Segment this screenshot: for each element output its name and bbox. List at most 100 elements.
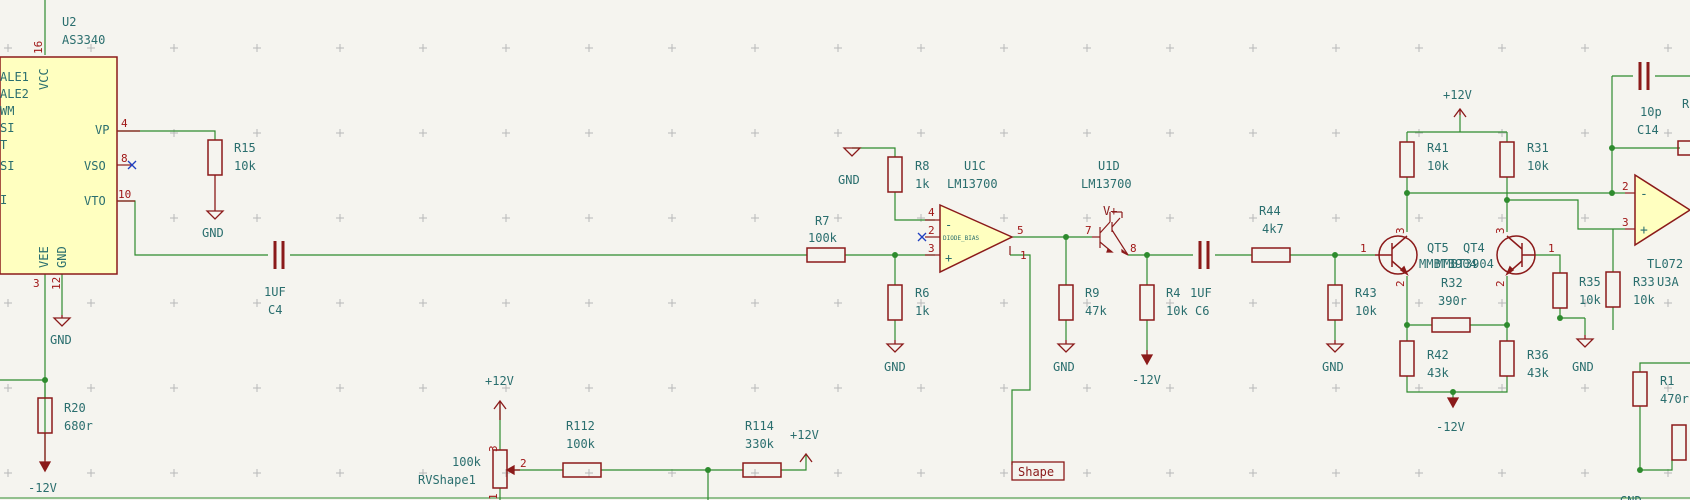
r44-ref: R44 xyxy=(1259,204,1281,218)
u1d-darlington[interactable] xyxy=(1092,211,1129,256)
r35-body[interactable] xyxy=(1552,272,1568,309)
tl072-ref: TL072 xyxy=(1647,257,1683,271)
grid-mark xyxy=(253,129,261,137)
r4-body[interactable] xyxy=(1139,284,1155,321)
r6-ref: R6 xyxy=(915,286,929,300)
c6-ref: C6 xyxy=(1195,304,1209,318)
r33-body[interactable] xyxy=(1605,271,1621,308)
grid-mark xyxy=(1249,44,1257,52)
grid-mark xyxy=(834,129,842,137)
gnd-label: GND xyxy=(202,226,224,240)
grid-mark xyxy=(917,214,925,222)
c6-capacitor[interactable] xyxy=(1198,241,1210,269)
u2-left-pin-3: WM xyxy=(0,104,14,118)
grid-mark xyxy=(1415,469,1423,477)
grid-mark xyxy=(87,299,95,307)
gnd-label: GND xyxy=(1053,360,1075,374)
r112-body[interactable] xyxy=(562,462,602,478)
grid-mark xyxy=(1166,44,1174,52)
r1-body[interactable] xyxy=(1632,371,1648,407)
grid-mark xyxy=(336,214,344,222)
rvshape1-body[interactable] xyxy=(492,449,508,489)
partial-resistor-top-right[interactable] xyxy=(1677,140,1690,156)
grid-mark xyxy=(1581,384,1589,392)
grid-mark xyxy=(502,299,510,307)
r36-body[interactable] xyxy=(1499,340,1515,377)
r114-body[interactable] xyxy=(742,462,782,478)
grid-mark xyxy=(1415,44,1423,52)
rvshape1-pin-2: 2 xyxy=(520,457,527,470)
u2-pin-num-8: 8 xyxy=(121,152,128,165)
r9-body[interactable] xyxy=(1058,284,1074,321)
tl072-opamp[interactable]: - + 2 3 TL072 U3A xyxy=(1622,173,1690,289)
r6-body[interactable] xyxy=(887,284,903,321)
r8-value: 1k xyxy=(915,177,930,191)
r42-body[interactable] xyxy=(1399,340,1415,377)
grid-mark xyxy=(585,44,593,52)
grid-mark xyxy=(834,384,842,392)
r43-body[interactable] xyxy=(1327,284,1343,321)
grid-mark xyxy=(668,299,676,307)
grid-mark xyxy=(917,299,925,307)
u2-pin-num-16: 16 xyxy=(32,41,45,54)
u1c-ref: U1C xyxy=(964,159,986,173)
grid-mark xyxy=(4,384,12,392)
r42-value: 43k xyxy=(1427,366,1449,380)
r31-body[interactable] xyxy=(1499,141,1515,178)
r15-body[interactable] xyxy=(207,139,223,176)
grid-mark xyxy=(1000,129,1008,137)
grid-mark xyxy=(585,214,593,222)
gnd-label-partial: GND xyxy=(1620,494,1642,500)
grid-mark xyxy=(419,214,427,222)
u2-pin-gnd: GND xyxy=(55,246,69,268)
u2-ic[interactable]: U2 AS3340 VCC 16 VP 4 VSO 8 VTO 10 VEE G… xyxy=(0,15,140,290)
r8-body[interactable] xyxy=(887,156,903,193)
net-label-shape[interactable]: Shape xyxy=(1011,461,1065,481)
u1c-pin-4: 4 xyxy=(928,206,935,219)
grid-mark xyxy=(1581,129,1589,137)
grid-mark xyxy=(751,469,759,477)
qt4-transistor[interactable] xyxy=(1496,235,1536,277)
grid-mark xyxy=(1664,129,1672,137)
grid-mark xyxy=(1083,44,1091,52)
grid-mark xyxy=(170,299,178,307)
grid-mark xyxy=(1332,299,1340,307)
gnd-symbol xyxy=(885,340,905,353)
r41-ref: R41 xyxy=(1427,141,1449,155)
grid-mark xyxy=(1498,384,1506,392)
r35-value: 10k xyxy=(1579,293,1601,307)
grid-mark xyxy=(336,44,344,52)
grid-mark xyxy=(502,214,510,222)
u1c-pin-2: 2 xyxy=(928,224,935,237)
partial-resistor-right[interactable] xyxy=(1671,424,1687,461)
grid-mark xyxy=(1664,44,1672,52)
grid-mark xyxy=(1664,384,1672,392)
r7-body[interactable] xyxy=(806,247,846,263)
tl072-minus: - xyxy=(1640,187,1648,202)
qt5-transistor[interactable] xyxy=(1375,235,1418,277)
gnd-label: GND xyxy=(50,333,72,347)
qt4-pin-1: 1 xyxy=(1548,242,1555,255)
c4-capacitor[interactable] xyxy=(273,241,285,269)
r20-ref: R20 xyxy=(64,401,86,415)
u1c-ota[interactable]: DIODE_BIAS - + U1C LM13700 4 2 3 5 1 xyxy=(917,159,1027,274)
grid-mark xyxy=(668,384,676,392)
r9-ref: R9 xyxy=(1085,286,1099,300)
r44-body[interactable] xyxy=(1251,247,1291,263)
grid-mark xyxy=(1332,129,1340,137)
r9-value: 47k xyxy=(1085,304,1107,318)
c6-value: 1UF xyxy=(1190,286,1212,300)
c14-capacitor[interactable] xyxy=(1638,62,1650,90)
grid-mark xyxy=(1415,299,1423,307)
grid-mark xyxy=(1664,299,1672,307)
grid-mark xyxy=(1249,214,1257,222)
r31-ref: R31 xyxy=(1527,141,1549,155)
grid-mark xyxy=(253,384,261,392)
grid-mark xyxy=(585,299,593,307)
r41-body[interactable] xyxy=(1399,141,1415,178)
grid-mark xyxy=(419,299,427,307)
gnd-symbol xyxy=(205,175,225,220)
r32-body[interactable] xyxy=(1431,317,1471,333)
u2-value: AS3340 xyxy=(62,33,105,47)
